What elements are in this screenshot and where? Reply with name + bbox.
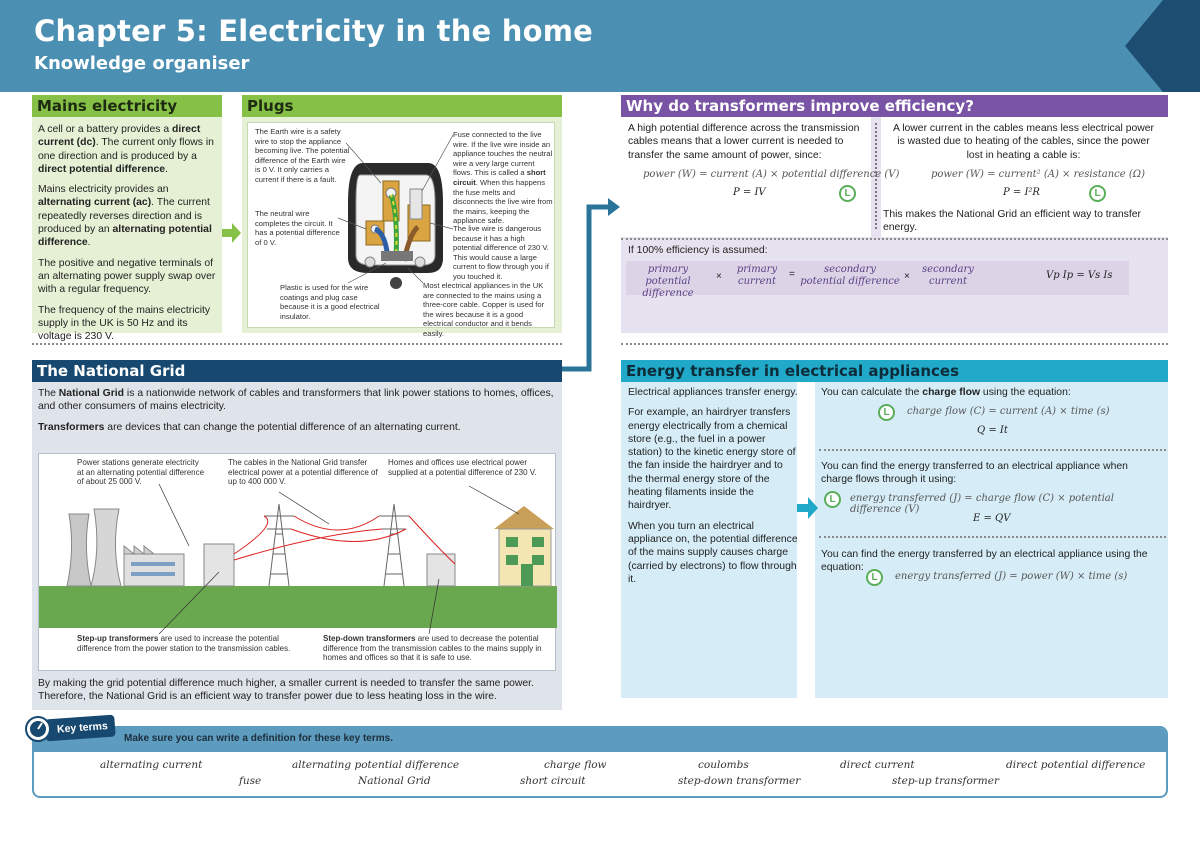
transformer-symbol-equation: Vp Ip = Vs Is <box>1046 270 1113 281</box>
key-terms-instruction: Make sure you can write a definition for… <box>124 733 393 744</box>
arrow-right-icon <box>797 497 818 519</box>
learn-icon: L <box>866 569 883 586</box>
eq-times: × <box>716 271 722 282</box>
transformers-panel: Why do transformers improve efficiency? … <box>621 95 1168 333</box>
plastic-label: Plastic is used for the wire coatings an… <box>280 283 380 321</box>
divider <box>875 123 877 229</box>
learn-icon: L <box>824 491 841 508</box>
mains-panel: Mains electricity A cell or a battery pr… <box>32 95 222 342</box>
divider <box>621 238 1168 240</box>
transformers-after-text: This makes the National Grid an efficien… <box>883 209 1141 234</box>
divider <box>819 536 1166 538</box>
plugs-panel: Plugs The Earth wire is a safety wire to… <box>242 95 562 338</box>
step-down-label: Step-down transformers are used to decre… <box>323 634 542 663</box>
energy-charge-text: You can find the energy transferred to a… <box>821 461 1128 486</box>
fuse-label: Fuse connected to the live wire. If the … <box>453 130 553 226</box>
national-grid-diagram: Power stations generate electricity at a… <box>38 453 557 671</box>
key-terms-panel: Make sure you can write a definition for… <box>32 726 1168 798</box>
grid-text-1: The National Grid is a nationwide networ… <box>38 388 554 413</box>
grid-illustration <box>39 483 557 635</box>
charge-flow-symbol: Q = It <box>977 425 1008 436</box>
key-term: direct potential difference <box>1006 759 1146 771</box>
homes-label: Homes and offices use electrical power s… <box>388 458 537 477</box>
charge-flow-text: You can calculate the charge flow using … <box>821 387 1071 398</box>
chevron-decoration-icon <box>1125 0 1200 92</box>
national-grid-title: The National Grid <box>32 360 562 382</box>
learn-icon: L <box>839 185 856 202</box>
cables-label: The cables in the National Grid transfer… <box>228 458 378 487</box>
divider <box>32 343 562 345</box>
energy-charge-equation: energy transferred (J) = charge flow (C)… <box>850 493 1114 515</box>
transformers-left-symbol: P = IV <box>733 187 766 198</box>
plugs-title: Plugs <box>242 95 562 117</box>
learn-icon: L <box>878 404 895 421</box>
eq-times: × <box>904 271 910 282</box>
key-term: alternating current <box>100 759 203 771</box>
neutral-wire-label: The neutral wire completes the circuit. … <box>255 209 340 247</box>
transformer-equation-box: primary potential difference × primary c… <box>626 261 1129 299</box>
connector-arrow-icon <box>562 198 620 372</box>
key-term: direct current <box>840 759 915 771</box>
transformers-right-symbol: P = I²R <box>1003 187 1040 198</box>
energy-power-equation: energy transferred (J) = power (W) × tim… <box>895 571 1128 582</box>
eq-secondary-pd: secondary potential difference <box>800 264 900 287</box>
efficiency-assumption: If 100% efficiency is assumed: <box>628 245 768 256</box>
learn-icon: L <box>1089 185 1106 202</box>
power-station-label: Power stations generate electricity at a… <box>77 458 205 487</box>
header-banner: Chapter 5: Electricity in the home Knowl… <box>0 0 1200 92</box>
mains-text-2: Mains electricity provides an alternatin… <box>38 184 212 249</box>
key-term: charge flow <box>544 759 607 771</box>
transformers-right-text: A lower current in the cables means less… <box>892 123 1155 161</box>
divider <box>621 343 1168 345</box>
key-term: National Grid <box>358 775 431 787</box>
mains-title: Mains electricity <box>32 95 222 117</box>
energy-transfer-title: Energy transfer in electrical appliances <box>621 360 1168 382</box>
key-term: step-down transformer <box>678 775 801 787</box>
plug-diagram: The Earth wire is a safety wire to stop … <box>247 122 555 338</box>
key-term: short circuit <box>520 775 586 787</box>
grid-text-3: By making the grid potential difference … <box>38 678 534 703</box>
charge-flow-equation: charge flow (C) = current (A) × time (s) <box>907 406 1110 417</box>
key-term: coulombs <box>698 759 749 771</box>
transformers-left-text: A high potential difference across the t… <box>628 123 860 161</box>
mains-text-1: A cell or a battery provides a direct cu… <box>38 124 214 175</box>
key-term: alternating potential difference <box>292 759 460 771</box>
eq-primary-current: primary current <box>736 264 778 287</box>
page-title: Chapter 5: Electricity in the home <box>34 14 593 48</box>
eq-secondary-current: secondary current <box>922 264 974 287</box>
step-up-label: Step-up transformers are used to increas… <box>77 634 291 653</box>
national-grid-panel: The National Grid The National Grid is a… <box>32 360 562 710</box>
live-wire-label: The live wire is dangerous because it ha… <box>453 224 549 281</box>
key-term: fuse <box>239 775 262 787</box>
energy-charge-symbol: E = QV <box>973 513 1011 524</box>
transformers-title: Why do transformers improve efficiency? <box>621 95 1168 117</box>
key-term: step-up transformer <box>892 775 999 787</box>
stopwatch-icon <box>25 716 51 742</box>
grid-text-2: Transformers are devices that can change… <box>38 421 461 433</box>
mains-text-4: The frequency of the mains electricity s… <box>38 304 211 343</box>
cable-label: Most electrical appliances in the UK are… <box>423 281 545 338</box>
energy-left-text: Electrical appliances transfer energy. F… <box>628 387 798 585</box>
eq-equals: = <box>789 269 795 280</box>
arrow-right-icon <box>222 223 241 243</box>
energy-transfer-panel: Energy transfer in electrical appliances… <box>621 360 1168 698</box>
divider <box>797 382 815 698</box>
eq-primary-pd: primary potential difference <box>642 264 694 299</box>
earth-wire-label: The Earth wire is a safety wire to stop … <box>255 127 350 184</box>
page-subtitle: Knowledge organiser <box>34 53 250 74</box>
transformers-right-equation: power (W) = current² (A) × resistance (Ω… <box>931 169 1145 180</box>
mains-text-3: The positive and negative terminals of a… <box>38 257 216 296</box>
plug-illustration <box>337 134 454 289</box>
energy-power-text: You can find the energy transferred by a… <box>821 549 1148 574</box>
transformers-left-equation: power (W) = current (A) × potential diff… <box>643 169 900 180</box>
divider <box>819 449 1166 451</box>
